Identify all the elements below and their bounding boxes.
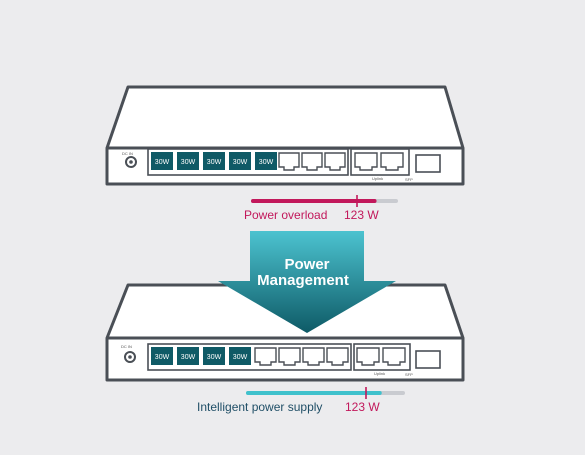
top-status-label: Power overload — [244, 208, 327, 222]
bottom-poe-port-label: 30W — [155, 354, 170, 361]
top-uplink-text: Uplink — [372, 176, 383, 181]
top-uplink-port[interactable] — [354, 152, 378, 171]
bottom-uplink-text: Uplink — [374, 371, 385, 376]
top-uplink-port[interactable] — [380, 152, 404, 171]
bottom-status-value: 123 W — [345, 400, 380, 414]
top-rj45-port[interactable] — [301, 152, 323, 171]
top-status-value: 123 W — [344, 208, 379, 222]
bottom-uplink-port[interactable] — [356, 347, 380, 366]
bottom-poe-port[interactable]: 30W — [151, 347, 173, 365]
top-rj45-port[interactable] — [324, 152, 346, 171]
bottom-rj45-port[interactable] — [326, 347, 349, 366]
bottom-plain-ports — [254, 347, 349, 366]
bottom-uplink-block — [353, 343, 411, 371]
top-sfp-port[interactable] — [415, 154, 441, 173]
top-power-bar — [251, 195, 398, 207]
top-switch: DC IN 30W 30W 30W 30W 30W Uplink SFP — [105, 85, 465, 186]
bottom-rj45-port[interactable] — [302, 347, 325, 366]
bottom-poe-port[interactable]: 30W — [203, 347, 225, 365]
top-plain-ports — [278, 152, 346, 171]
top-poe-port-label: 30W — [207, 159, 222, 166]
top-poe-port[interactable]: 30W — [255, 152, 277, 170]
bottom-uplink-port[interactable] — [382, 347, 406, 366]
top-poe-port-label: 30W — [233, 159, 248, 166]
bottom-poe-port-label: 30W — [233, 354, 248, 361]
top-poe-port-label: 30W — [181, 159, 196, 166]
top-poe-port[interactable]: 30W — [203, 152, 225, 170]
top-poe-port-label: 30W — [259, 159, 274, 166]
bottom-poe-port-label: 30W — [181, 354, 196, 361]
bottom-rj45-port[interactable] — [278, 347, 301, 366]
bottom-poe-port[interactable]: 30W — [229, 347, 251, 365]
top-rj45-port[interactable] — [278, 152, 300, 171]
arrow-shape — [218, 231, 396, 333]
arrow-title-line1: Power — [284, 256, 329, 273]
bottom-power-text: DC IN — [121, 344, 132, 349]
bottom-poe-ports: 30W 30W 30W 30W — [151, 347, 251, 365]
bottom-rj45-port[interactable] — [254, 347, 277, 366]
arrow-title-line2: Management — [257, 272, 349, 289]
top-poe-port[interactable]: 30W — [229, 152, 251, 170]
bottom-poe-port-label: 30W — [207, 354, 222, 361]
top-poe-ports: 30W 30W 30W 30W 30W — [151, 152, 277, 170]
top-poe-port[interactable]: 30W — [177, 152, 199, 170]
bottom-power-port: DC IN — [121, 344, 136, 363]
bottom-sfp-port[interactable] — [415, 350, 441, 369]
power-management-arrow: Power Management — [218, 231, 396, 333]
top-uplink-block — [350, 148, 410, 176]
bottom-power-bar — [246, 387, 405, 399]
bottom-port-block — [147, 343, 352, 371]
top-sfp-text: SFP — [405, 177, 413, 182]
top-power-port: DC IN — [122, 151, 137, 168]
top-poe-port-label: 30W — [155, 159, 170, 166]
top-poe-port[interactable]: 30W — [151, 152, 173, 170]
bottom-sfp-text: SFP — [405, 372, 413, 377]
bottom-status-label: Intelligent power supply — [197, 400, 322, 414]
bottom-poe-port[interactable]: 30W — [177, 347, 199, 365]
bottom-switch: DC IN 30W 30W 30W 30W Uplink SFP — [105, 283, 465, 382]
top-port-block — [147, 148, 349, 176]
top-power-text: DC IN — [122, 151, 133, 156]
